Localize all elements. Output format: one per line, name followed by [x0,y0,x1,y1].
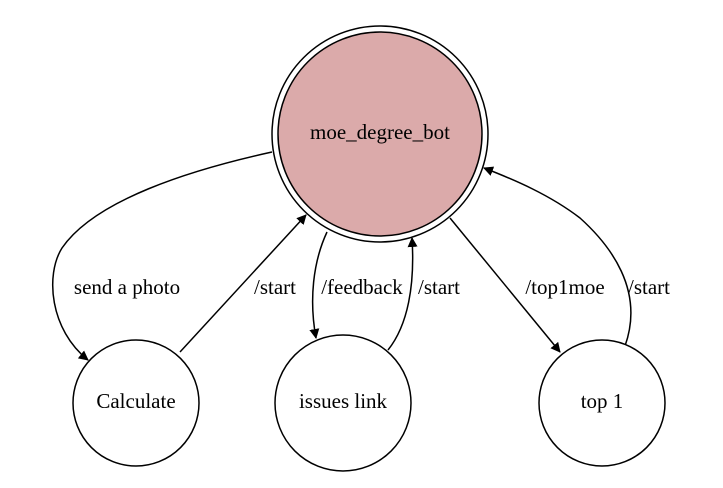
node-label-issues-link: issues link [299,389,388,413]
edge-top1-to-bot [483,166,632,347]
node-label-top-1: top 1 [581,389,624,413]
edge-label-feedback: /feedback [321,275,403,299]
node-calculate: Calculate [72,339,200,467]
node-moe-degree-bot: moe_degree_bot [271,25,489,243]
edge-label-calculate-start: /start [254,275,296,299]
edge-bot-to-issues [309,231,328,339]
edge-bot-to-calculate [51,151,273,361]
edge-label-top1-start: /start [628,275,670,299]
edge-calculate-to-bot [179,214,307,353]
edge-bot-to-top1 [449,217,561,353]
edge-issues-to-bot [387,237,418,351]
node-top-1: top 1 [538,339,666,467]
edge-label-send-a-photo: send a photo [74,275,180,299]
node-issues-link: issues link [274,334,412,472]
node-label-moe-degree-bot: moe_degree_bot [310,120,450,144]
node-label-calculate: Calculate [96,389,175,413]
edge-label-issues-start: /start [418,275,460,299]
edge-label-top1moe: /top1moe [525,275,604,299]
